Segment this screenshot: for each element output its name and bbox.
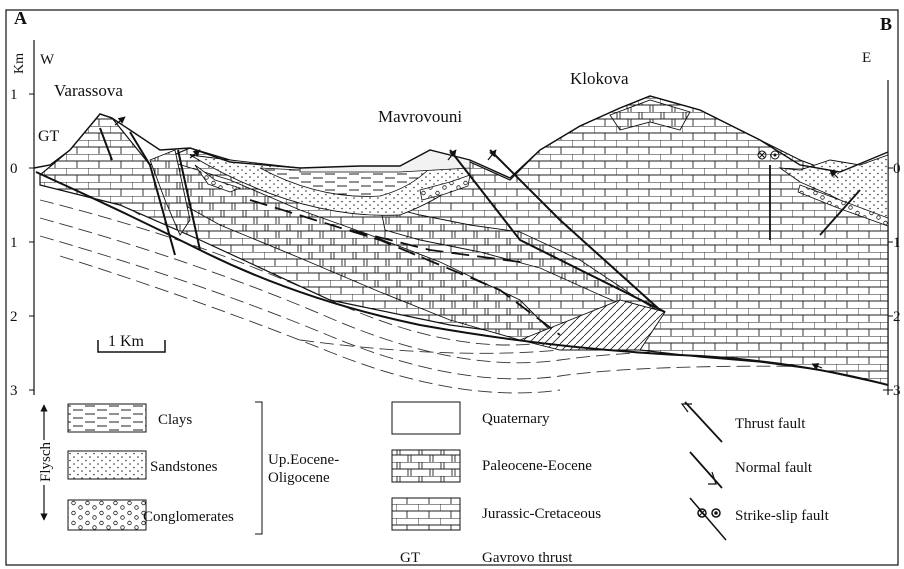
cross-section-body xyxy=(34,96,888,393)
legend-swatch-conglomerates xyxy=(68,500,146,530)
left-tick-label: 0 xyxy=(10,161,18,177)
legend-gt-abbr: GT xyxy=(400,550,420,566)
legend-label-jurassic-cretaceous: Jurassic-Cretaceous xyxy=(482,506,601,522)
legend-label-quaternary: Quaternary xyxy=(482,411,550,427)
place-mavrovouni: Mavrovouni xyxy=(378,107,462,126)
legend-label-conglomerates: Conglomerates xyxy=(143,509,234,525)
legend-swatch-sandstones xyxy=(68,451,146,479)
left-tick-label: 1 xyxy=(10,235,18,251)
place-klokova: Klokova xyxy=(570,69,629,88)
legend-label-thrust-fault: Thrust fault xyxy=(735,416,806,432)
legend-label-clays: Clays xyxy=(158,412,192,428)
thrust-fault-symbol xyxy=(682,402,722,442)
legend-age-line2: Oligocene xyxy=(268,470,330,486)
legend-label-strike-slip-fault: Strike-slip fault xyxy=(735,508,830,524)
right-tick-label: 2 xyxy=(893,309,901,325)
flysch-label: Flysch xyxy=(38,441,54,482)
corner-label-a: A xyxy=(14,8,27,28)
place-gt: GT xyxy=(38,128,60,145)
scale-bar: 1 Km xyxy=(98,333,165,352)
legend-age-line1: Up.Eocene- xyxy=(268,452,339,468)
strike-slip-fault-symbol xyxy=(690,498,726,540)
right-tick-label: 0 xyxy=(893,161,901,177)
legend-swatch-jurassic-cretaceous xyxy=(392,498,460,530)
legend-gt-name: Gavrovo thrust xyxy=(482,550,573,566)
place-varassova: Varassova xyxy=(54,81,123,100)
right-tick-label: 3 xyxy=(893,383,901,399)
legend-swatch-clays xyxy=(68,404,146,432)
right-tick-label: 1 xyxy=(893,235,901,251)
legend-swatch-paleocene-eocene xyxy=(392,450,460,482)
legend-label-paleocene-eocene: Paleocene-Eocene xyxy=(482,458,592,474)
corner-label-b: B xyxy=(880,14,892,34)
west-label: W xyxy=(40,52,55,68)
legend-age-bracket xyxy=(255,402,262,534)
left-tick-label: 3 xyxy=(10,383,18,399)
left-tick-label: 1 xyxy=(10,87,18,103)
scale-bar-label: 1 Km xyxy=(108,333,145,350)
legend: Flysch Clays Sandstones Conglomerates Up… xyxy=(38,402,830,566)
legend-label-sandstones: Sandstones xyxy=(150,459,218,475)
east-label: E xyxy=(862,50,871,66)
normal-fault-symbol xyxy=(690,452,722,488)
legend-label-normal-fault: Normal fault xyxy=(735,460,813,476)
legend-swatch-quaternary xyxy=(392,402,460,434)
left-depth-axis: Km 1 0 1 2 3 xyxy=(10,40,34,399)
axis-unit-label: Km xyxy=(12,53,27,74)
left-tick-label: 2 xyxy=(10,309,18,325)
